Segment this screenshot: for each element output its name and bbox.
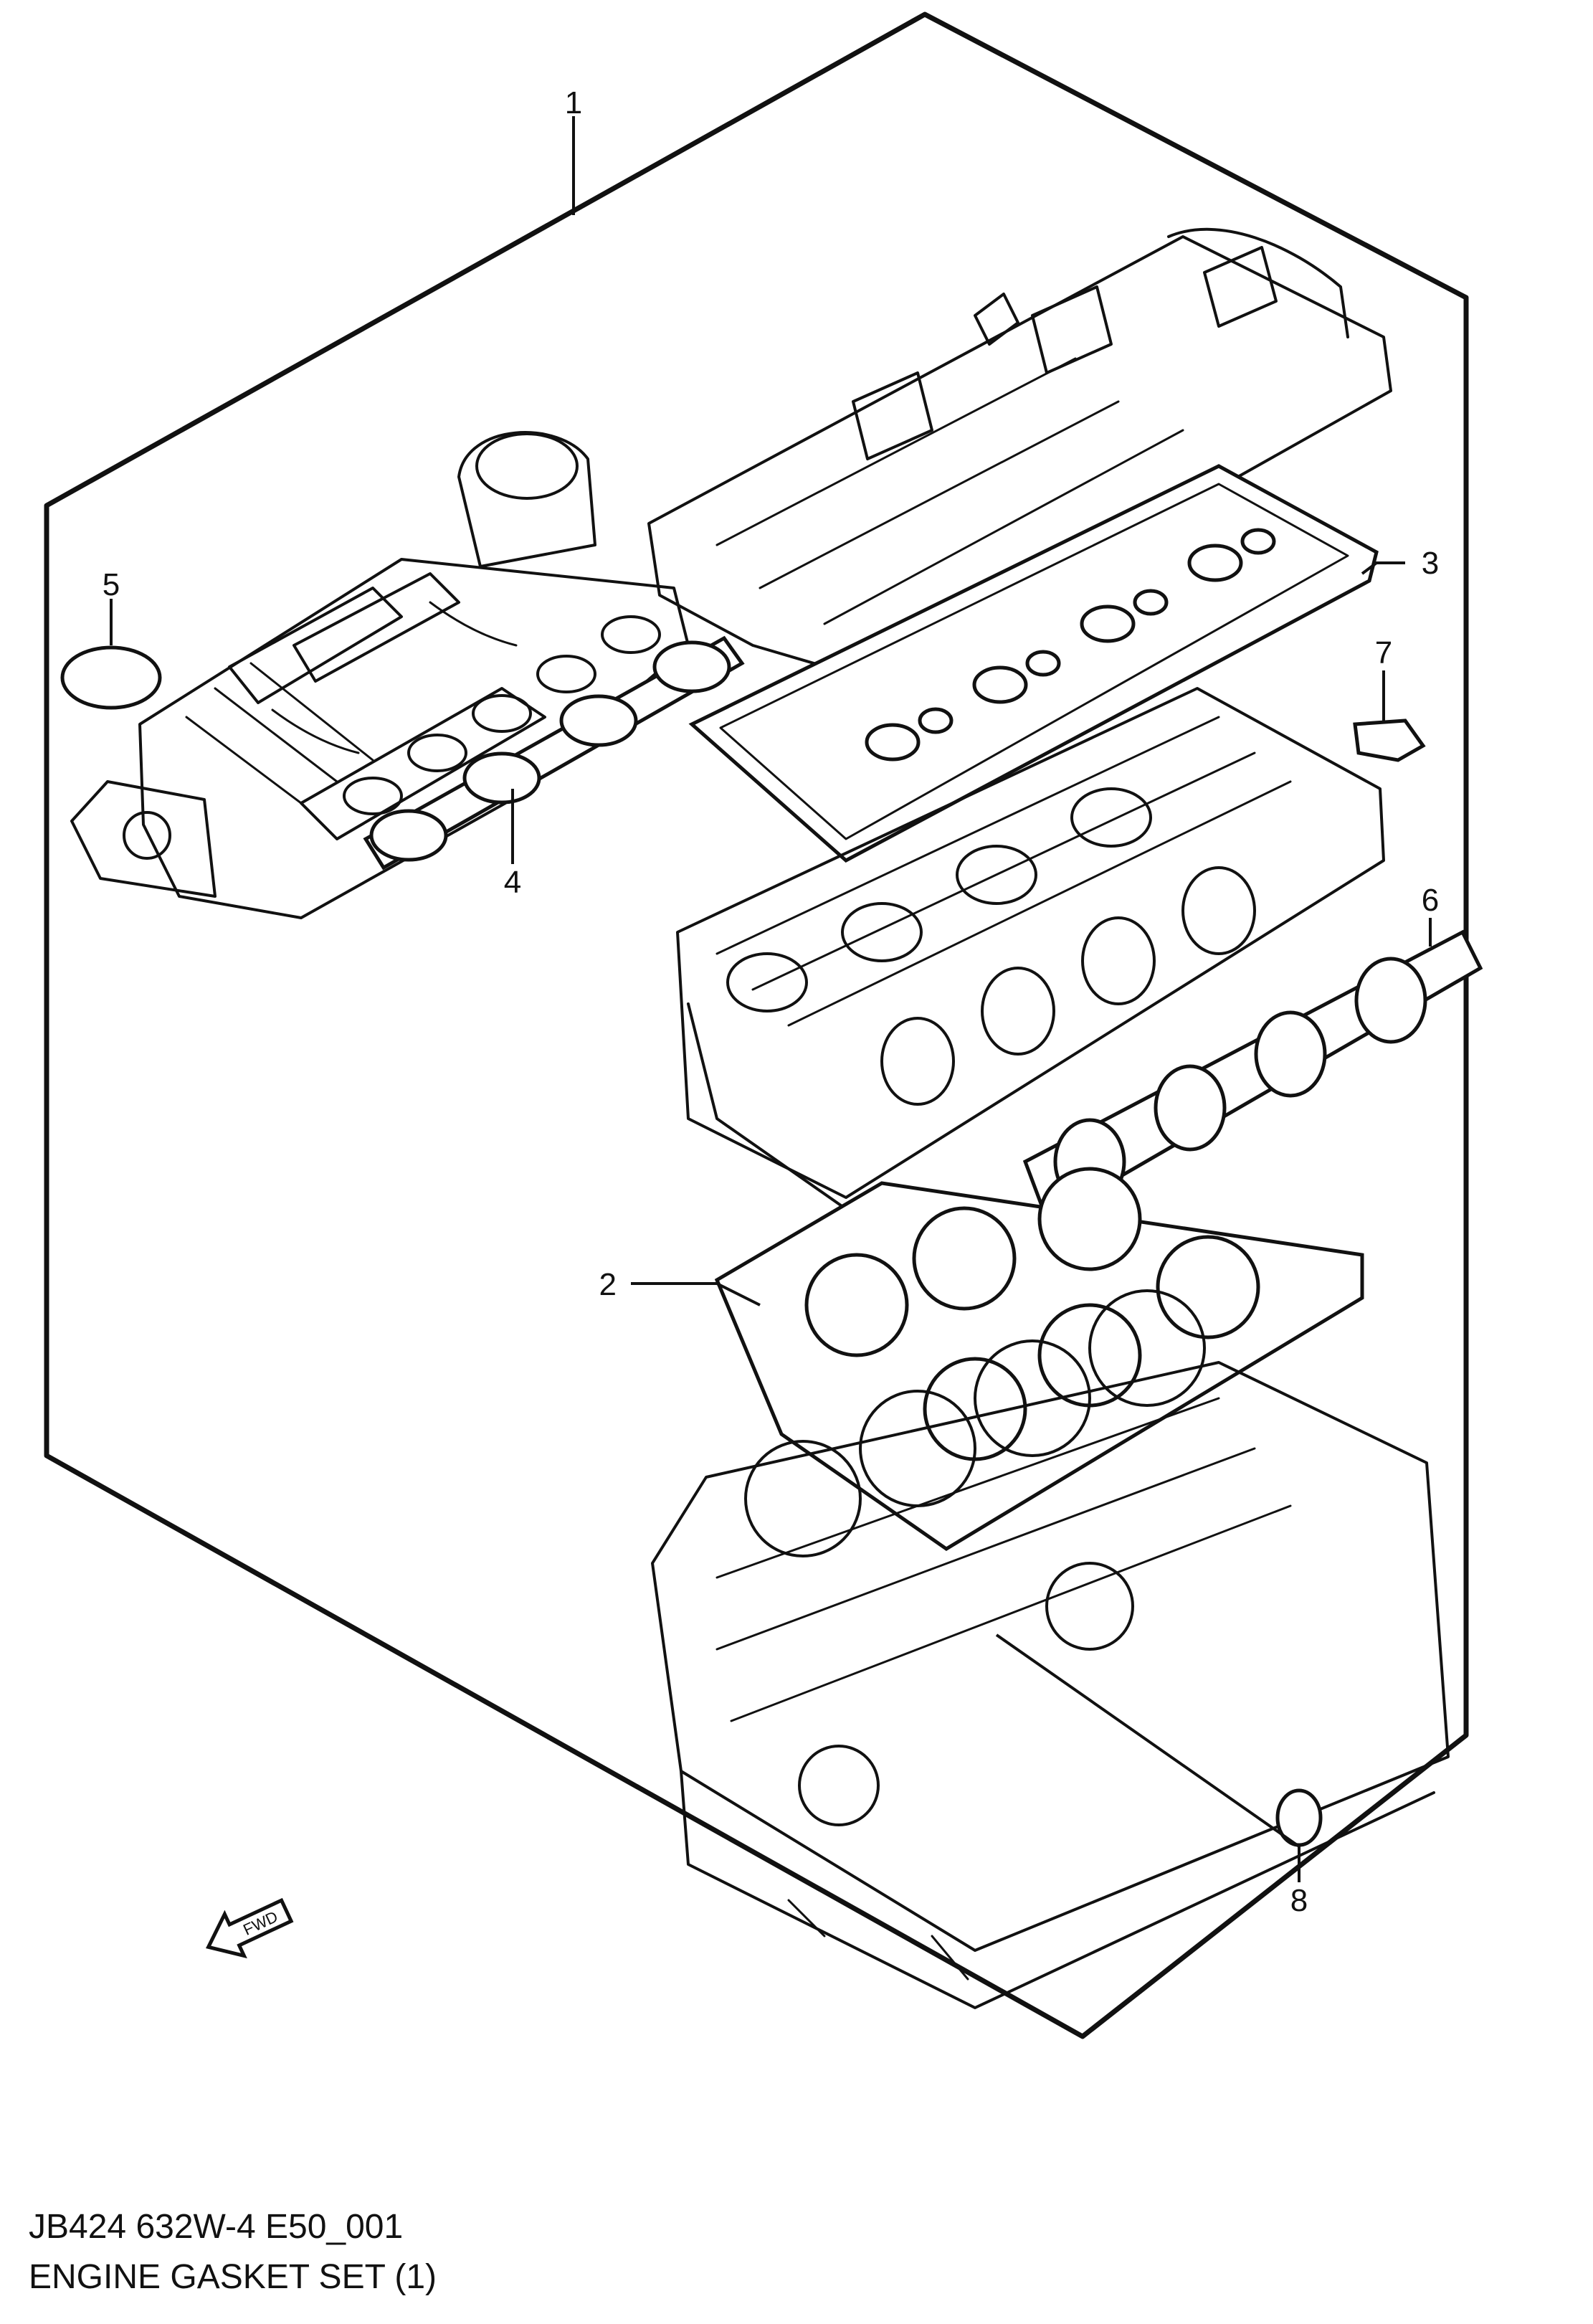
callout-numbers: 1 2 3 4 5 6 7 8	[103, 85, 1439, 1918]
callout-2: 2	[599, 1267, 617, 1302]
part-6-exhaust-gasket	[1022, 929, 1483, 1222]
intake-manifold-illustration	[70, 431, 690, 919]
diagram-title: ENGINE GASKET SET (1)	[29, 2258, 437, 2296]
callout-8: 8	[1290, 1883, 1308, 1918]
callout-6: 6	[1422, 883, 1439, 918]
fwd-arrow-icon: FWD	[205, 1897, 294, 1959]
cylinder-head-illustration	[676, 687, 1385, 1220]
callout-1: 1	[565, 85, 582, 120]
callout-5: 5	[103, 567, 120, 602]
callout-3: 3	[1422, 546, 1439, 581]
part-4-intake-gasket	[363, 635, 745, 871]
cylinder-block-illustration	[651, 1289, 1450, 2009]
callout-4: 4	[504, 865, 521, 900]
diagram-code: JB424 632W-4 E50_001	[29, 2208, 404, 2246]
callout-7: 7	[1375, 635, 1392, 670]
part-7-small-gasket	[1353, 718, 1426, 762]
part-3-head-cover-gasket	[688, 464, 1379, 863]
part-5-o-ring	[60, 645, 162, 710]
part-2-head-gasket	[714, 1167, 1364, 1551]
callout-leaders	[110, 116, 1432, 1882]
gasket-set-frame	[44, 11, 1469, 2039]
